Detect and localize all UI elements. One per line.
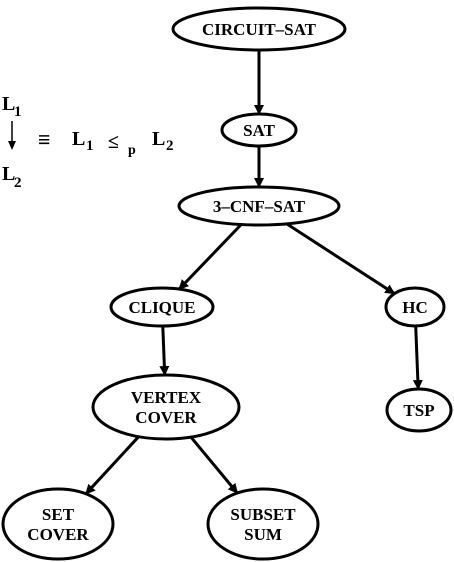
node-hc: HC — [384, 286, 446, 328]
node-subset-sum-label-1: SUBSET — [230, 505, 296, 524]
legend: L 1 L 2 ≡ L 1 ≤ p L 2 — [2, 93, 174, 191]
legend-bottom-sub: 2 — [14, 175, 22, 191]
legend-equiv-symbol: ≡ — [38, 127, 51, 152]
node-hc-label-1: HC — [402, 298, 428, 317]
node-three-cnf-sat-ellipse — [177, 185, 341, 227]
edge-clique-to-vertex-cover — [159, 325, 170, 376]
node-subset-sum-label-2: SUM — [244, 525, 282, 544]
node-vertex-cover-label-1: VERTEX — [131, 388, 202, 407]
legend-top-sub: 1 — [14, 104, 22, 120]
edges-layer — [84, 50, 423, 495]
node-circuit-sat-ellipse — [171, 6, 347, 52]
legend-top-label: L — [2, 93, 15, 115]
edge-vertex-cover-to-set-cover — [84, 435, 140, 495]
node-circuit-sat-label-1: CIRCUIT–SAT — [202, 20, 317, 39]
node-sat: SAT — [220, 112, 298, 148]
node-vertex-cover-ellipse — [91, 373, 241, 441]
node-hc-ellipse — [384, 286, 446, 328]
edge-hc-to-tsp — [412, 325, 423, 390]
legend-bottom-label: L — [2, 163, 15, 185]
node-set-cover-label-1: SET — [42, 505, 75, 524]
node-subset-sum-ellipse — [206, 487, 320, 561]
edge-three-cnf-sat-to-hc — [285, 222, 396, 295]
node-tsp: TSP — [385, 387, 453, 433]
legend-lhs-sub: 1 — [86, 138, 94, 154]
legend-relation: ≤ — [108, 131, 119, 153]
node-vertex-cover-label-2: COVER — [135, 408, 197, 427]
node-clique-label-1: CLIQUE — [128, 298, 195, 317]
legend-lhs: L — [72, 128, 85, 150]
edge-three-cnf-sat-to-clique — [178, 223, 243, 291]
node-three-cnf-sat: 3–CNF–SAT — [177, 185, 341, 227]
node-clique-ellipse — [109, 286, 215, 328]
node-sat-label-1: SAT — [243, 121, 275, 140]
node-three-cnf-sat-label-1: 3–CNF–SAT — [213, 197, 306, 216]
node-tsp-ellipse — [385, 387, 453, 433]
node-clique: CLIQUE — [109, 286, 215, 328]
legend-arrow-head — [8, 141, 16, 150]
node-sat-ellipse — [220, 112, 298, 148]
legend-rhs-sub: 2 — [166, 138, 174, 154]
legend-relation-sub: p — [128, 143, 136, 158]
node-circuit-sat: CIRCUIT–SAT — [171, 6, 347, 52]
edge-vertex-cover-to-subset-sum — [189, 436, 239, 494]
node-set-cover-ellipse — [1, 487, 115, 561]
node-tsp-label-1: TSP — [403, 401, 434, 420]
legend-rhs: L — [152, 128, 165, 150]
node-set-cover-label-2: COVER — [27, 525, 89, 544]
